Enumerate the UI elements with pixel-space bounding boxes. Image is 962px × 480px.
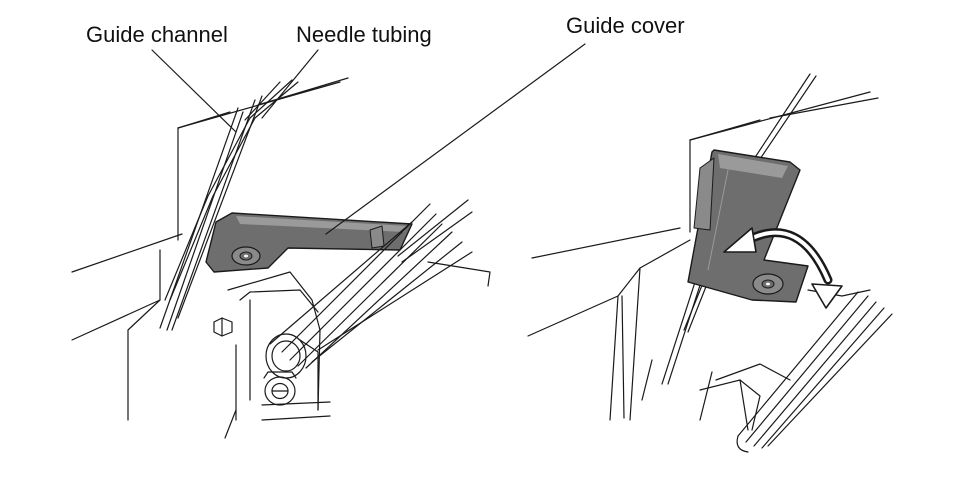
label-needle-tubing: Needle tubing [296, 22, 432, 47]
left-probe-bundle [265, 199, 473, 379]
right-probe-bundle [736, 291, 893, 453]
guide-cover-rotating [687, 149, 809, 303]
right-panel-drawing [527, 73, 893, 453]
left-panel-drawing [71, 43, 586, 439]
left-leader-lines [151, 43, 586, 235]
right-housing [527, 91, 879, 431]
guide-cover-installed [205, 212, 413, 273]
label-guide-channel: Guide channel [86, 22, 228, 47]
left-knob [213, 317, 233, 337]
double-headed-curved-arrow-icon [723, 227, 843, 309]
label-guide-cover: Guide cover [566, 13, 685, 38]
screw-icon [263, 371, 297, 406]
